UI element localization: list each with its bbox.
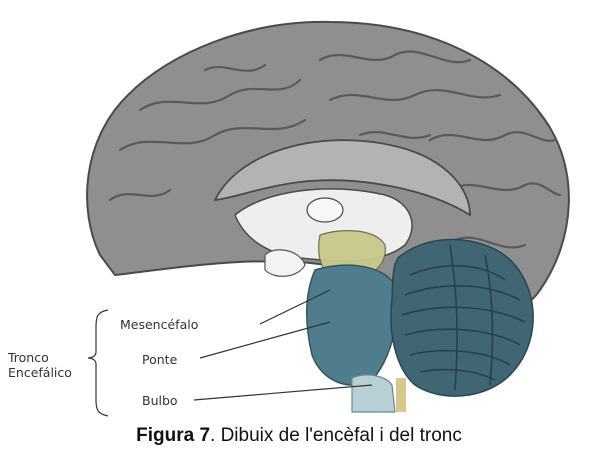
label-encefalico: Encefálico: [8, 365, 72, 380]
label-ponte: Ponte: [142, 352, 177, 367]
leader-bulbo: [194, 385, 372, 400]
caption-figure-number: Figura 7: [136, 425, 210, 446]
tronco-bracket: [88, 310, 108, 416]
label-bulbo: Bulbo: [142, 393, 178, 408]
cerebellum: [391, 240, 533, 397]
thalamic-nucleus: [307, 198, 343, 222]
label-mesencefalo: Mesencéfalo: [120, 317, 198, 332]
medulla: [352, 375, 395, 412]
caption-text: . Dibuix de l'encèfal i del tronc: [210, 425, 462, 446]
figure-caption: Figura 7. Dibuix de l'encèfal i del tron…: [0, 425, 598, 447]
medulla-yellow-strip: [396, 378, 406, 412]
label-tronco: Tronco: [8, 350, 49, 365]
